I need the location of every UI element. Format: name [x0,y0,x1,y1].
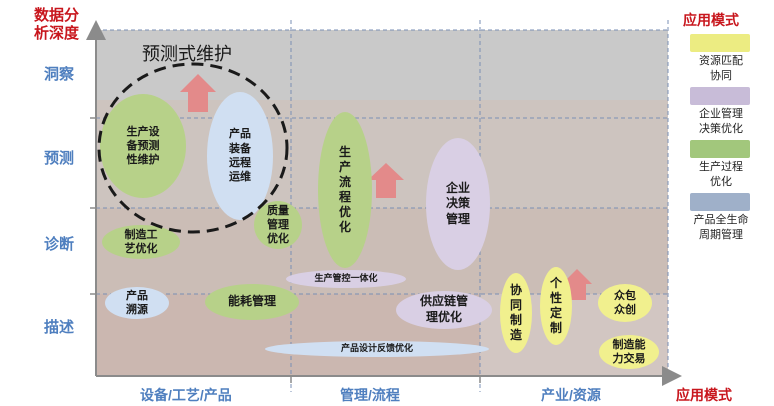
bubble-personalized [540,267,572,345]
up-arrow-icon [180,74,216,112]
bubble-supply-chain-label: 供应链管 理优化 [419,294,468,324]
legend-swatch-enterprise [690,87,750,105]
bubble-personalized-label: 个 性 定 制 [549,276,562,335]
x-axis-corner-text: 应用模式 [676,387,732,403]
bubble-process-craft-label: 制造工 艺优化 [124,228,158,255]
bubble-capacity-trade-label: 制造能 力交易 [612,338,646,365]
up-arrow-icon [368,163,404,198]
bubble-quality-mgmt-label: 质量 管理 优化 [267,204,289,246]
y-axis-title-line2: 析深度 [34,25,80,42]
bubble-collab-mfg-label: 协 同 制 造 [509,283,522,342]
bubble-crowd [598,284,652,322]
bubble-control-integration [286,270,406,288]
legend-swatch-lifecycle [690,193,750,211]
bubble-design-feedback-label: 产品设计反馈优化 [340,343,413,354]
bubble-production-flow [318,112,372,268]
y-axis-title-line1: 数据分 [34,7,80,24]
legend-label-enterprise: 企业管理 决策优化 [699,108,743,135]
bubble-process-craft [102,225,180,259]
bubble-equipment-predictive [100,94,186,198]
bubble-product-trace [105,287,169,319]
legend-label-resource: 资源匹配 协同 [699,55,743,82]
bubble-product-trace-label: 产品 溯源 [126,289,148,316]
legend-label-production: 生产过程 优化 [699,161,743,188]
bubble-enterprise-decision-label: 企业 决策 管理 [445,180,470,226]
bubble-control-integration-label: 生产管控一体化 [314,273,378,284]
bubble-equipment-predictive-label: 生产设 备预测 性维护 [126,125,160,167]
bubble-product-remote [207,92,273,220]
legend-swatch-production [690,140,750,158]
callout-label: 预测式维护 [142,44,232,64]
bubble-product-remote-label: 产品 装备 远程 运维 [229,128,251,184]
y-level-describe: 描述 [44,319,75,336]
x-category-equipment: 设备/工艺/产品 [140,387,232,403]
y-level-predict: 预测 [44,150,75,167]
x-category-industry: 产业/资源 [541,387,601,403]
y-level-diagnose: 诊断 [44,236,75,253]
x-category-management: 管理/流程 [340,387,400,403]
legend-title: 应用模式 [683,12,739,28]
y-level-insight: 洞察 [44,66,75,83]
bubble-enterprise-decision [426,138,490,270]
bubble-collab-mfg [500,273,532,353]
bubble-energy-mgmt [205,284,299,320]
predictive-maintenance-callout [97,62,289,234]
bubble-production-flow-label: 生 产 流 程 优 化 [338,145,351,234]
legend-label-lifecycle: 产品全生命 周期管理 [693,214,749,241]
bubble-crowd-label: 众包 众创 [614,289,636,316]
bubble-quality-mgmt [254,201,302,249]
bubble-supply-chain [396,291,492,329]
bubble-capacity-trade [599,335,659,369]
bubble-design-feedback [265,341,489,357]
bubble-energy-mgmt-label: 能耗管理 [227,294,276,309]
legend-swatch-resource [690,34,750,52]
